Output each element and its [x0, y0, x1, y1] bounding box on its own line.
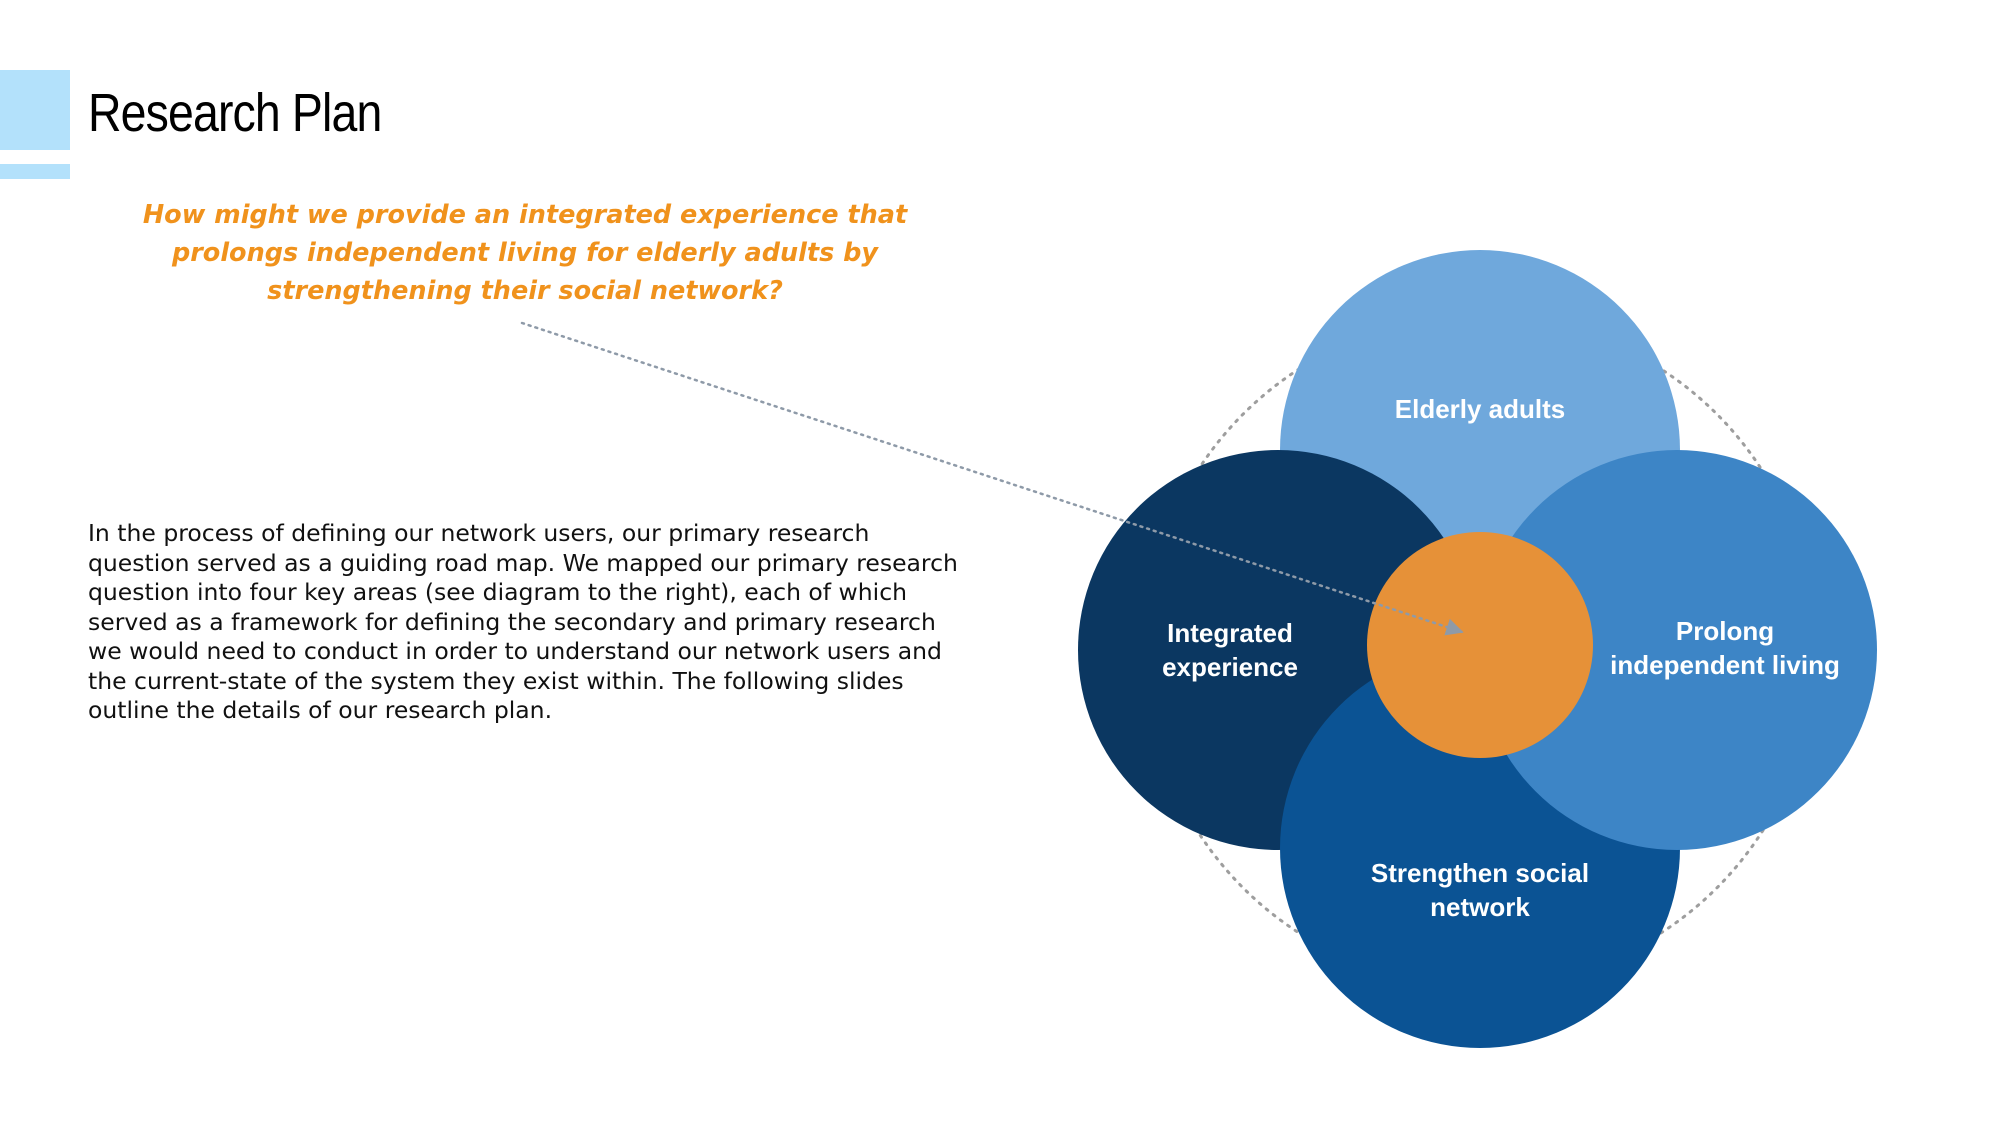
accent-bar — [0, 164, 70, 179]
circle-prolong-independent-living — [1477, 450, 1877, 850]
label-elderly-adults: Elderly adults — [1395, 394, 1566, 424]
label-strengthen-line2: network — [1430, 892, 1530, 922]
label-strengthen-line1: Strengthen social — [1371, 858, 1589, 888]
label-prolong-line2: independent living — [1610, 650, 1840, 680]
center-circle — [1367, 532, 1593, 758]
label-integrated-experience-line1: Integrated — [1167, 618, 1293, 648]
page-title: Research Plan — [88, 83, 382, 143]
body-paragraph: In the process of defining our network u… — [88, 519, 958, 724]
label-integrated-experience-line2: experience — [1162, 652, 1298, 682]
research-question: How might we provide an integrated exper… — [142, 200, 908, 306]
label-prolong-line1: Prolong — [1676, 616, 1774, 646]
accent-block — [0, 70, 70, 150]
